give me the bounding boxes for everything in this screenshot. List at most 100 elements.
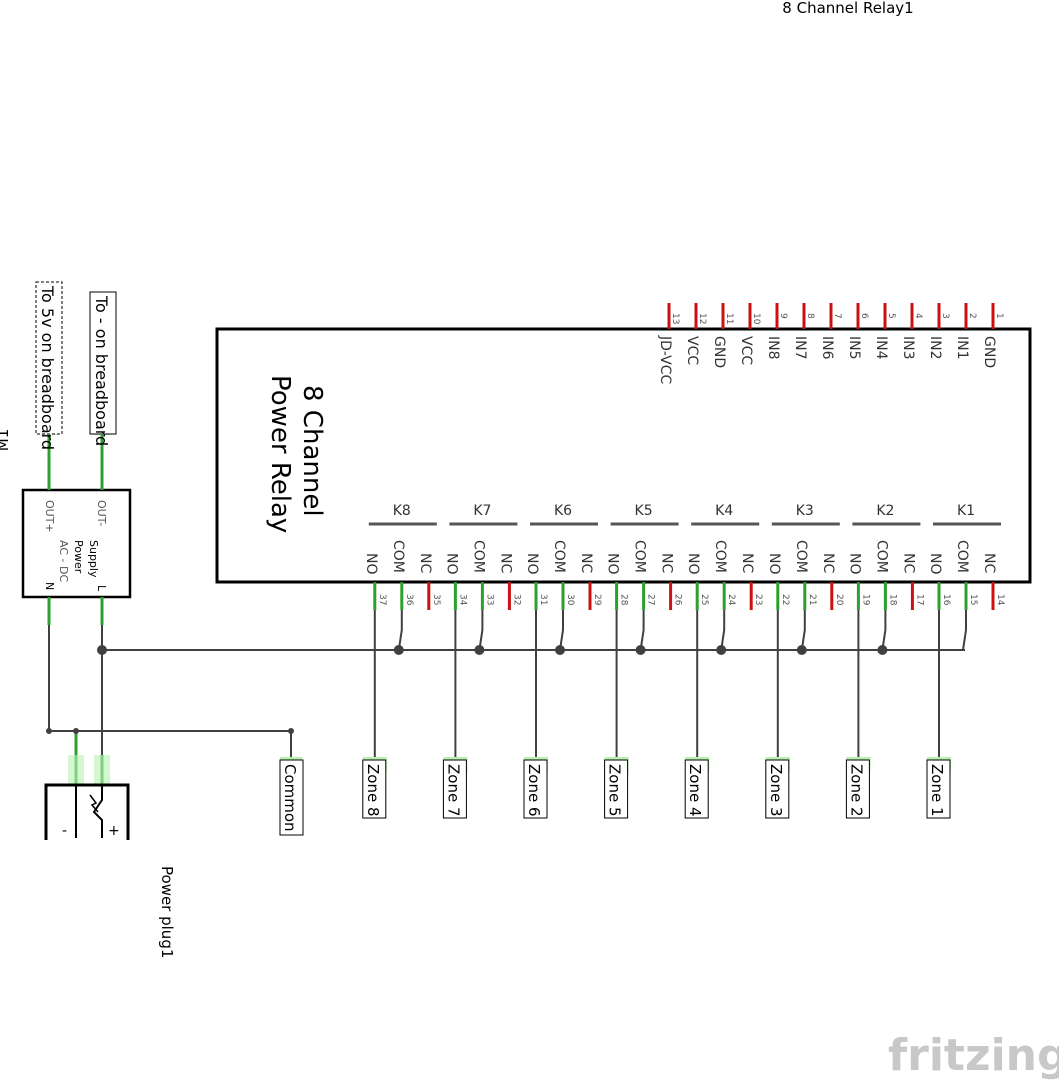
- header-pin-number: 7: [832, 313, 842, 319]
- pin-number: 19: [860, 594, 870, 606]
- pin-number: 32: [511, 594, 521, 605]
- pin-number: 36: [404, 594, 414, 606]
- pin-number: 34: [457, 594, 467, 606]
- contact-label-no: NO: [685, 553, 701, 575]
- relay-title-line2: Power Relay: [265, 375, 295, 533]
- supply-instance-label: M1: [0, 429, 12, 452]
- power-supply-body: [21, 488, 132, 599]
- junction-dot: [555, 645, 565, 655]
- channel-name: K1: [957, 503, 975, 519]
- supply-line1: AC - DC: [57, 540, 70, 582]
- pin-number: 27: [646, 594, 656, 605]
- header-pin-label: IN2: [927, 336, 943, 360]
- net-label-common-box[interactable]: [279, 759, 304, 836]
- zone-label-box[interactable]: [765, 759, 790, 819]
- supply-l-label: L: [95, 585, 108, 592]
- header-pin-label: GND: [981, 336, 997, 368]
- pin-number: 18: [887, 594, 897, 606]
- com-wire: [881, 610, 887, 651]
- pin-number: 31: [538, 594, 548, 605]
- contact-label-no: NO: [766, 553, 782, 575]
- zone-label-box[interactable]: [684, 759, 709, 819]
- header-pin-label: GND: [711, 336, 727, 368]
- header-pin-label: IN4: [873, 336, 889, 360]
- power-plug-contacts: [75, 785, 103, 838]
- header-pin-number: 12: [697, 313, 707, 324]
- header-pin-number: 6: [859, 313, 869, 319]
- junction-dot: [393, 645, 404, 655]
- contact-label-nc: NC: [981, 553, 997, 573]
- zone-label-box[interactable]: [926, 759, 951, 819]
- contact-label-nc: NC: [578, 553, 594, 573]
- header-pin-label: IN5: [846, 336, 862, 360]
- contact-label-com: COM: [793, 540, 809, 573]
- zone-label-box[interactable]: [442, 759, 467, 819]
- supply-line3: Supply: [87, 540, 100, 578]
- header-pin-number: 11: [724, 313, 734, 324]
- contact-label-com: COM: [390, 540, 406, 573]
- com-wire: [962, 610, 967, 651]
- zone-label: Zone 3: [767, 764, 785, 817]
- header-pin-number: 3: [940, 313, 950, 319]
- channel-name: K3: [796, 503, 814, 519]
- zone-label: Zone 6: [525, 764, 543, 817]
- zone-label-box[interactable]: [845, 759, 870, 819]
- header-pin-label: IN3: [900, 336, 916, 360]
- net-label-common: Common: [281, 764, 299, 832]
- contact-label-no: NO: [927, 553, 943, 575]
- pin-number: 30: [565, 594, 575, 606]
- relay-body: [215, 327, 1032, 584]
- net-label-5v-box[interactable]: [35, 281, 63, 435]
- header-pin-label: VCC: [738, 336, 754, 365]
- net-label-minus-box[interactable]: [89, 291, 117, 435]
- channel-name: K5: [635, 503, 653, 519]
- neutral-wire: [48, 625, 292, 760]
- zone-label: Zone 7: [444, 764, 462, 817]
- zone-label: Zone 8: [364, 764, 382, 817]
- pin-number: 28: [619, 594, 629, 606]
- header-pin-label: IN6: [819, 336, 835, 360]
- header-pin-label: IN1: [954, 336, 970, 360]
- junction-dot: [796, 645, 807, 655]
- junction-dot: [877, 645, 888, 655]
- pin-number: 21: [807, 594, 817, 605]
- header-pin-number: 13: [670, 313, 680, 324]
- zone-label-box[interactable]: [523, 759, 548, 819]
- contact-label-nc: NC: [900, 553, 916, 573]
- header-pin-label: IN7: [792, 336, 808, 360]
- channel-name: K2: [876, 503, 894, 519]
- header-pin-number: 9: [778, 313, 788, 319]
- com-wire: [559, 610, 564, 651]
- pin-number: 15: [968, 594, 978, 605]
- pin-highlight: [68, 755, 84, 785]
- junction-dot: [97, 645, 107, 655]
- zone-label: Zone 5: [606, 764, 624, 817]
- header-pin-label: JD-VCC: [657, 335, 673, 384]
- junction-dot: [73, 728, 79, 734]
- zone-label-box[interactable]: [362, 759, 387, 819]
- relay-instance-label: 8 Channel Relay1: [782, 0, 913, 17]
- plug-instance-label: Power plug1: [158, 866, 176, 958]
- zone-label: Zone 4: [686, 764, 704, 817]
- channel-name: K8: [393, 503, 411, 519]
- channel-name: K6: [554, 503, 572, 519]
- pin-number: 17: [914, 594, 924, 605]
- pin-number: 35: [431, 594, 441, 605]
- net-label-minus: To - on breadboard: [92, 295, 111, 446]
- junction-dot: [474, 645, 485, 655]
- com-wire: [800, 610, 806, 651]
- channel-name: K4: [715, 503, 733, 519]
- com-wire: [720, 610, 726, 651]
- com-wire: [639, 610, 645, 651]
- channel-name: K7: [473, 503, 491, 519]
- pin-number: 14: [995, 594, 1005, 606]
- contact-label-com: COM: [551, 540, 567, 573]
- contact-label-no: NO: [846, 553, 862, 575]
- junction-dot: [635, 645, 646, 655]
- pin-highlight: [94, 755, 110, 785]
- contact-label-com: COM: [632, 540, 648, 573]
- plug-minus-label: -: [62, 823, 67, 839]
- zone-label-box[interactable]: [604, 759, 629, 819]
- junction-dot: [716, 645, 727, 655]
